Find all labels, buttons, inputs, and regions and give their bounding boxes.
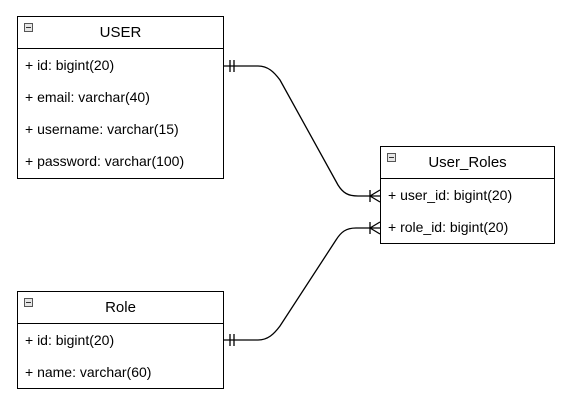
role-one-only-marker: [229, 334, 235, 346]
user-entity-header[interactable]: USER: [18, 17, 223, 49]
user-entity[interactable]: USER + id: bigint(20) + email: varchar(4…: [17, 16, 224, 179]
user-roles-entity-header[interactable]: User_Roles: [381, 147, 554, 179]
user-roles-many-marker-2: [369, 221, 381, 235]
role-entity[interactable]: Role + id: bigint(20) + name: varchar(60…: [17, 291, 224, 389]
field-row[interactable]: + id: bigint(20): [25, 332, 115, 348]
role-entity-title: Role: [105, 299, 136, 316]
field-row[interactable]: + role_id: bigint(20): [388, 219, 509, 235]
user-roles-entity[interactable]: User_Roles + user_id: bigint(20) + role_…: [380, 146, 555, 244]
user-one-only-marker: [229, 60, 235, 72]
collapse-icon[interactable]: [387, 153, 396, 162]
field-row[interactable]: + id: bigint(20): [25, 57, 115, 73]
user-roles-many-marker-1: [369, 189, 381, 203]
field-row[interactable]: + username: varchar(15): [25, 121, 179, 137]
field-row[interactable]: + password: varchar(100): [25, 153, 185, 169]
field-row[interactable]: + name: varchar(60): [25, 364, 152, 380]
field-row[interactable]: + email: varchar(40): [25, 89, 150, 105]
user-roles-entity-title: User_Roles: [428, 154, 507, 171]
user-to-user-roles-line[interactable]: [224, 65, 380, 197]
collapse-icon[interactable]: [24, 23, 33, 32]
role-entity-header[interactable]: Role: [18, 292, 223, 324]
field-row[interactable]: + user_id: bigint(20): [388, 187, 513, 203]
role-to-user-roles-line[interactable]: [224, 227, 380, 341]
user-entity-title: USER: [99, 24, 142, 41]
collapse-icon[interactable]: [24, 298, 33, 307]
